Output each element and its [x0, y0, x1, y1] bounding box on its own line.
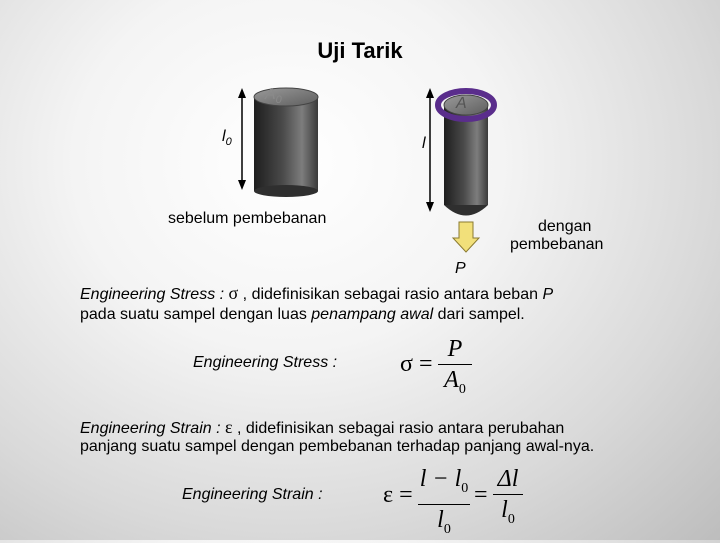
- stress-definition-line2: pada suatu sampel dengan luas penampang …: [80, 306, 525, 323]
- stress-formula-label: Engineering Stress :: [193, 354, 338, 371]
- stress-term: Engineering Stress :: [80, 286, 229, 303]
- strain-formula-equals: =: [474, 482, 488, 508]
- stress-fraction: P A0: [438, 336, 472, 403]
- strain-fraction-1: l − l0 l0: [418, 466, 470, 537]
- stress-definition-line1: Engineering Stress : σ , didefinisikan s…: [80, 283, 554, 303]
- load-label: P: [455, 260, 466, 277]
- before-loading-label: sebelum pembebanan: [168, 210, 327, 227]
- length-label: l: [422, 135, 426, 152]
- specimen-before: [253, 87, 319, 197]
- area0-label: A0: [265, 86, 282, 107]
- strain-formula-lhs: ε =: [383, 482, 413, 508]
- specimen-after: [435, 88, 497, 216]
- strain-term: Engineering Strain :: [80, 420, 225, 437]
- page-title: Uji Tarik: [317, 38, 403, 63]
- strain-definition-line2: panjang suatu sampel dengan pembebanan t…: [80, 438, 595, 455]
- area-label: A: [456, 95, 467, 112]
- strain-formula-label: Engineering Strain :: [182, 486, 323, 503]
- length-dimension-arrow: [426, 88, 434, 212]
- sigma-symbol: σ: [228, 283, 239, 303]
- length0-dimension-arrow: [238, 88, 246, 190]
- strain-fraction-2: Δl l0: [493, 466, 523, 533]
- load-arrow: [451, 221, 481, 253]
- strain-definition-line1: Engineering Strain : ε , didefinisikan s…: [80, 417, 565, 437]
- length0-label: l0: [222, 128, 232, 149]
- stress-formula-lhs: σ =: [400, 351, 433, 377]
- after-loading-label-line1: dengan: [538, 218, 592, 235]
- epsilon-symbol: ε: [224, 417, 233, 437]
- after-loading-label-line2: pembebanan: [510, 236, 604, 253]
